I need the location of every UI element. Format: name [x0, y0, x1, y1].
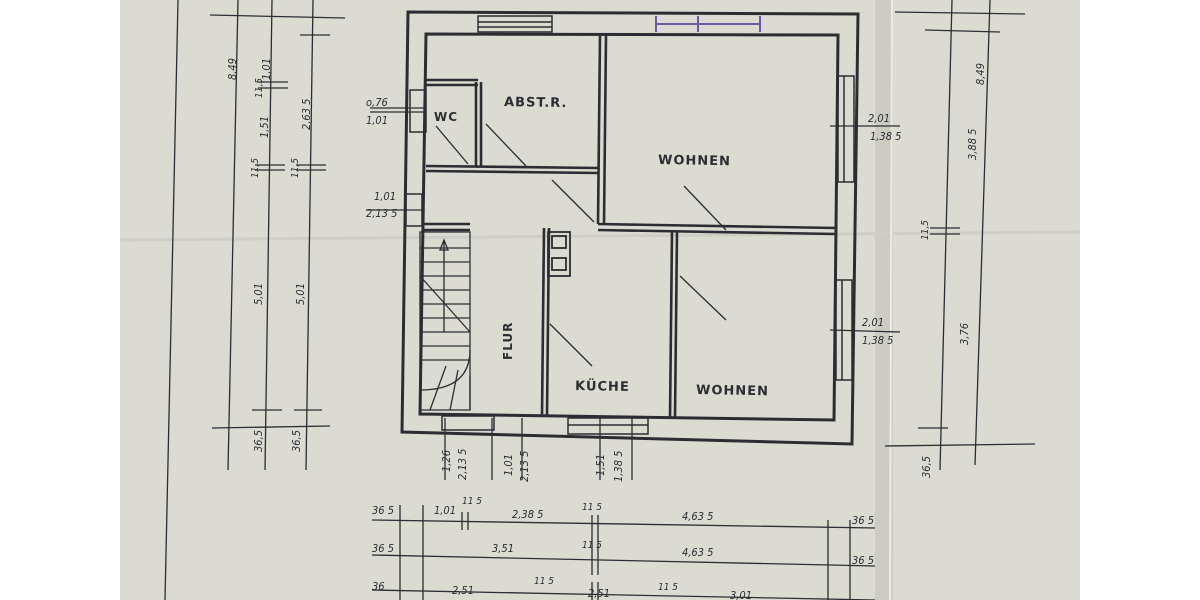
dim-row3-3: 2,51: [588, 587, 610, 600]
left-dimension-labels: 8,49 1,01 11,5 1,51 11,5 5,01 36,5 2,63 …: [226, 58, 397, 452]
dim-bottom-f: 1,38 5: [612, 451, 625, 482]
outer-walls: [400, 10, 860, 446]
window-leader-lines: [366, 107, 901, 333]
room-label-kueche: KÜCHE: [575, 378, 630, 395]
dim-bottom-a: 1,26: [440, 450, 453, 472]
dim-left-a1: 8,49: [226, 58, 239, 80]
dim-left-b2: 5,01: [294, 283, 307, 305]
right-dimension-lines: [884, 0, 1036, 471]
stairs: [419, 231, 471, 411]
dim-bottom-b: 2,13 5: [456, 449, 469, 480]
dim-right-d3: 11,5: [920, 220, 931, 240]
room-label-wohnen-top: WOHNEN: [658, 153, 731, 169]
dim-bottom-c: 1,01: [502, 454, 515, 476]
left-dimension-lines: [164, 0, 346, 600]
paper-fold: [875, 0, 893, 600]
dim-left-b1: 2,63 5: [300, 99, 313, 130]
dim-row2-1: 3,51: [492, 542, 514, 555]
dim-right-d5: 36,5: [920, 456, 933, 478]
dim-row2-0: 36 5: [372, 542, 394, 555]
dim-left-a4: 11,5: [254, 78, 265, 98]
dim-window-wohnen-top-1: 2,01: [868, 112, 890, 125]
dim-row3-0: 36: [372, 580, 385, 593]
dim-bottom-e: 1,51: [594, 454, 607, 476]
dim-left-a3: 1,01: [260, 58, 273, 80]
door-swings: [435, 123, 727, 367]
dim-left-b4: 36,5: [290, 430, 303, 452]
dim-window-wc-1: o,76: [366, 96, 388, 109]
dim-left-a7: 36,5: [252, 430, 265, 452]
dim-window-wohnen-bottom-1: 2,01: [862, 316, 884, 329]
bottom-row-2-labels: 36 5 3,51 11 5 4,63 5 36 5: [372, 540, 874, 567]
dim-row2-4: 36 5: [852, 554, 874, 567]
dim-row3-2: 11 5: [534, 576, 554, 587]
dim-left-a2: 5,01: [252, 283, 265, 305]
dim-row1-6: 36 5: [852, 514, 874, 527]
dim-row2-2: 11 5: [582, 540, 602, 551]
dim-row2-3: 4,63 5: [682, 546, 713, 559]
room-label-abstr: ABST.R.: [504, 95, 568, 111]
bottom-window-dimension-labels: 1,26 2,13 5 1,01 2,13 5 1,51 1,38 5: [440, 449, 625, 482]
dim-left-b3: 11,5: [290, 158, 301, 178]
dim-window-wohnen-bottom-2: 1,38 5: [862, 334, 893, 347]
dim-row3-4: 11 5: [658, 582, 678, 593]
room-label-wohnen-bottom: WOHNEN: [696, 383, 769, 399]
paper-crease: [119, 230, 1081, 242]
room-label-wc: WC: [434, 110, 458, 124]
kitchen-stove-icon: [547, 231, 571, 277]
dim-row3-1: 2,51: [452, 584, 474, 597]
bottom-row-1-labels: 36 5 1,01 11 5 2,38 5 11 5 4,63 5 36 5: [372, 496, 874, 527]
dim-row1-1: 1,01: [434, 504, 456, 517]
dim-right-d2: 3,88 5: [966, 129, 979, 160]
dim-left-a6: 11,5: [250, 158, 261, 178]
dim-left-a5: 1,51: [258, 116, 271, 138]
pencil-marks: [655, 16, 761, 32]
bottom-dimension-lines: [371, 505, 876, 600]
room-label-flur: FLUR: [501, 322, 515, 360]
dim-row1-5: 4,63 5: [682, 510, 713, 523]
dim-row1-0: 36 5: [372, 504, 394, 517]
dim-window-wohnen-top-2: 1,38 5: [870, 130, 901, 143]
dim-window-wc-2: 1,01: [366, 114, 388, 127]
window-dimension-ticks: [444, 418, 633, 480]
dim-row3-5: 3,01: [730, 589, 752, 600]
dim-window-flur-2: 2,13 5: [366, 207, 397, 220]
dim-bottom-d: 2,13 5: [518, 451, 531, 482]
dim-right-d4: 3,76: [958, 323, 971, 345]
bottom-row-3-labels: 36 2,51 11 5 2,51 11 5 3,01: [372, 576, 752, 600]
right-dimension-labels: 8,49 3,88 5 11,5 3,76 36,5 2,01 1,38 5 2…: [862, 63, 987, 478]
paper-crease-highlight: [889, 0, 893, 600]
dim-right-d1: 8,49: [974, 63, 987, 85]
dim-row1-3: 2,38 5: [512, 508, 543, 521]
dim-window-flur-1: 1,01: [374, 190, 396, 203]
dim-row1-2: 11 5: [462, 496, 482, 507]
dim-row1-4: 11 5: [582, 502, 602, 513]
